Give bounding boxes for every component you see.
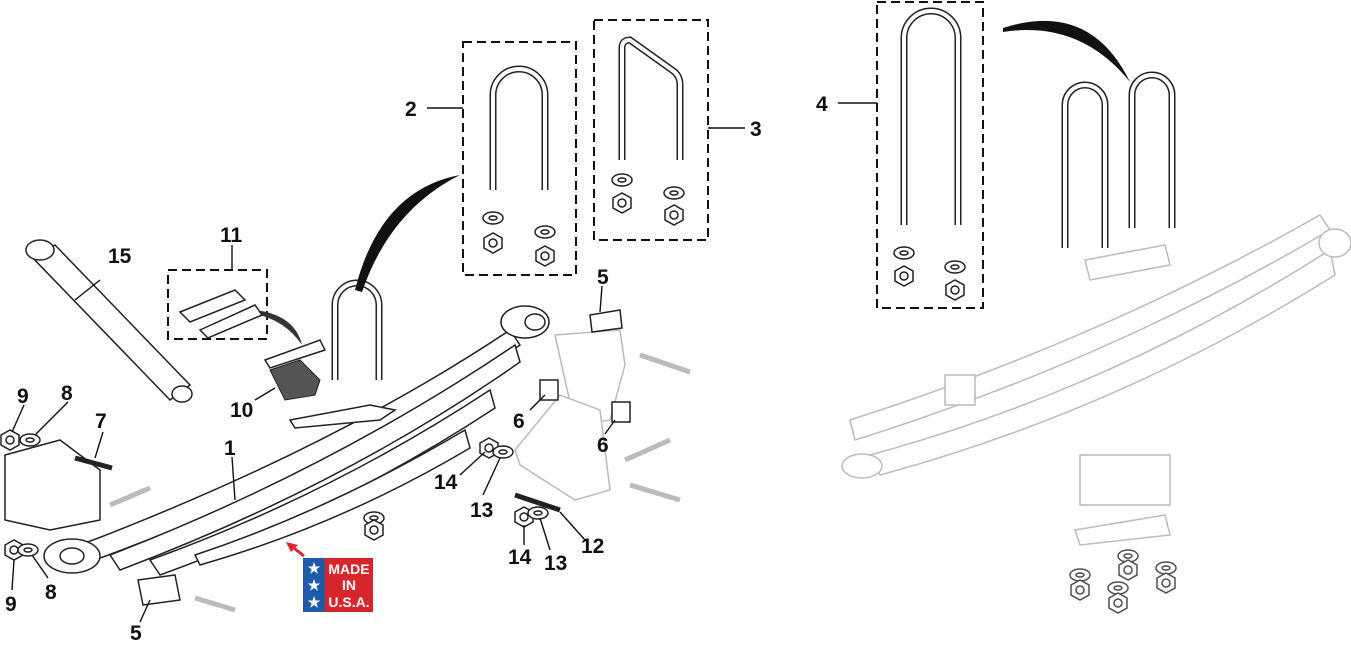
- swoosh-arrow: [355, 175, 460, 292]
- swoosh-arrow: [1003, 20, 1130, 82]
- callout-11: 11: [220, 224, 243, 247]
- leaf-spring: [43, 305, 550, 576]
- callout-labels: 1 2 3 4 5 5 6 6 7 8 8 9 9 10 11 12 13 13…: [5, 93, 828, 645]
- bump-stop-brackets: [178, 289, 264, 339]
- callout-12: 12: [581, 535, 604, 558]
- leader-lines: [11, 102, 877, 623]
- callout-5: 5: [597, 266, 609, 289]
- callout-1: 1: [224, 437, 236, 460]
- callout-6: 6: [597, 434, 609, 457]
- u-bolt-pair: [1061, 71, 1176, 248]
- callout-13: 13: [544, 552, 567, 575]
- callout-9: 9: [17, 385, 29, 408]
- ghost-spring-assembly: [841, 214, 1351, 546]
- bolt: [74, 455, 113, 471]
- callout-14: 14: [508, 546, 532, 569]
- callout-5: 5: [130, 622, 142, 645]
- callout-2: 2: [405, 98, 417, 121]
- callout-3: 3: [750, 118, 762, 141]
- badge-line-2: IN: [342, 577, 356, 593]
- u-bolt-round: [482, 65, 556, 267]
- u-bolt-square: [611, 36, 685, 226]
- bolt: [514, 492, 561, 513]
- bump-stop: [269, 359, 321, 401]
- shock-absorber: [25, 239, 193, 403]
- callout-13: 13: [470, 499, 493, 522]
- badge-line-3: U.S.A.: [328, 594, 369, 610]
- spring-hanger: [514, 394, 611, 501]
- callout-9: 9: [5, 593, 17, 616]
- callout-7: 7: [95, 410, 107, 433]
- kit-4-box: [876, 1, 984, 309]
- kit-3-box: [593, 19, 709, 241]
- svg-text:★: ★: [308, 560, 321, 576]
- svg-text:★: ★: [308, 577, 321, 593]
- front-hanger: [4, 439, 101, 531]
- callout-15: 15: [108, 245, 132, 268]
- callout-14: 14: [434, 471, 458, 494]
- callout-8: 8: [61, 382, 73, 405]
- callout-4: 4: [816, 93, 828, 116]
- kit-11-box: [167, 269, 268, 340]
- svg-text:★: ★: [308, 594, 321, 610]
- bushing: [137, 574, 181, 606]
- bushing: [611, 401, 631, 423]
- ghost-hardware: [1069, 549, 1177, 614]
- callout-6: 6: [513, 410, 525, 433]
- made-in-usa-badge: ★ ★ ★ MADE IN U.S.A.: [286, 542, 373, 612]
- badge-line-1: MADE: [328, 561, 369, 577]
- callout-10: 10: [230, 399, 253, 422]
- bracket: [263, 339, 327, 369]
- callout-8: 8: [45, 581, 57, 604]
- u-bolt-installed: [331, 279, 383, 380]
- bushing: [589, 309, 623, 333]
- u-bolt-long: [893, 7, 966, 301]
- kit-2-box: [462, 41, 577, 276]
